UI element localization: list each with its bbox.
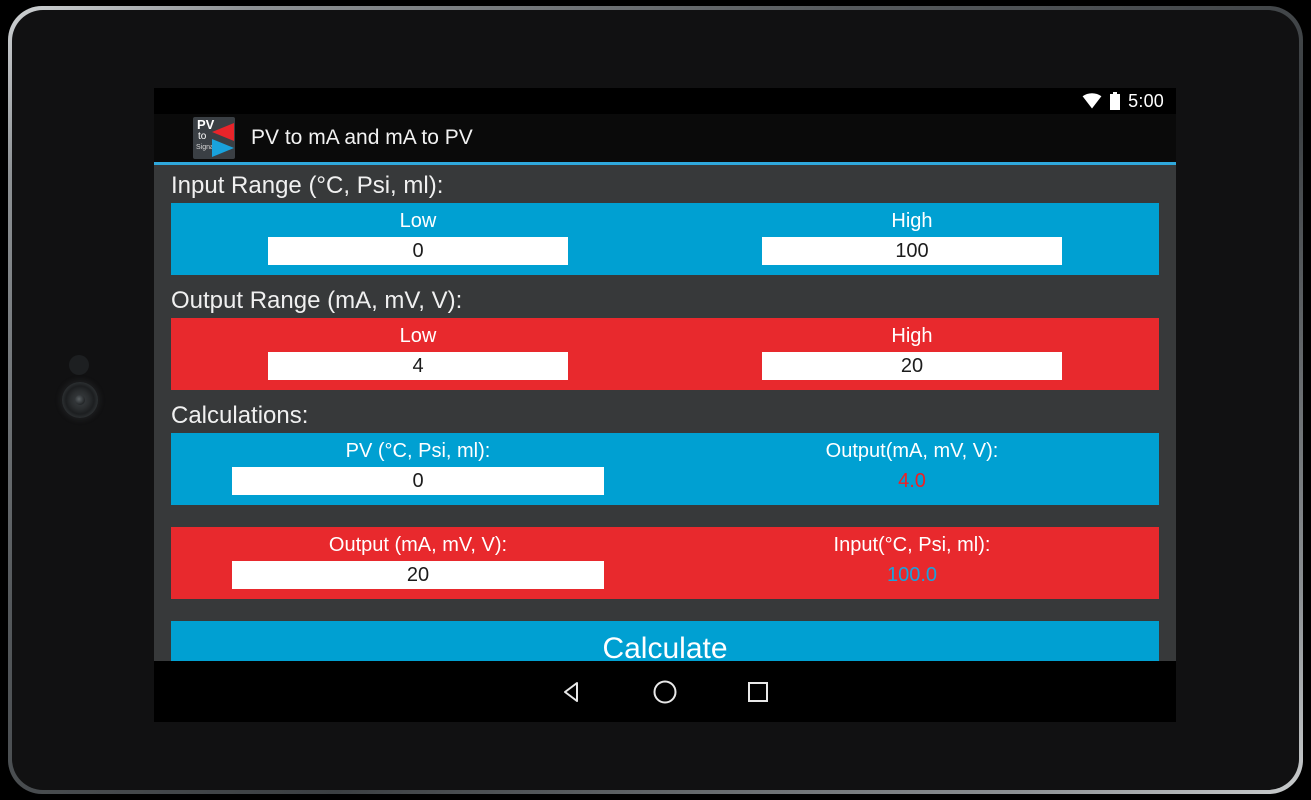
input-range-low-field[interactable] [268, 237, 568, 265]
battery-icon [1110, 92, 1121, 110]
pv-output-result-value: 4.0 [898, 470, 926, 492]
output-range-low-field[interactable] [268, 352, 568, 380]
output-input-result-value: 100.0 [886, 564, 938, 586]
app-icon-text-signal: Signal [196, 144, 216, 151]
wifi-icon [1082, 93, 1102, 109]
recents-square-icon[interactable] [745, 679, 771, 705]
app-title: PV to mA and mA to PV [251, 126, 473, 149]
front-camera-icon [62, 382, 98, 418]
input-range-band: Low High [171, 203, 1159, 275]
output-range-heading: Output Range (mA, mV, V): [171, 287, 463, 314]
output-input-cell: Output (mA, mV, V): [171, 527, 665, 599]
status-bar: 5:00 [154, 88, 1176, 114]
input-range-low-cell: Low [171, 203, 665, 275]
input-range-low-label: Low [399, 210, 437, 232]
spacer [154, 390, 1176, 399]
action-bar: PV to Signal PV to mA and mA to PV [154, 114, 1176, 165]
output-input-result-label: Input(°C, Psi, ml): [833, 534, 991, 556]
arrow-right-blue-icon [212, 139, 234, 157]
front-sensor-icon [69, 355, 89, 375]
output-range-band: Low High [171, 318, 1159, 390]
app-content: Input Range (°C, Psi, ml): Low High Outp… [154, 165, 1176, 677]
home-circle-icon[interactable] [651, 678, 679, 706]
output-range-high-cell: High [665, 318, 1159, 390]
status-time: 5:00 [1128, 90, 1164, 111]
output-input-result-cell: Input(°C, Psi, ml): 100.0 [665, 527, 1159, 599]
pv-output-result-label: Output(mA, mV, V): [825, 440, 999, 462]
app-icon-pv-to-signal: PV to Signal [193, 117, 235, 159]
back-triangle-icon[interactable] [559, 679, 585, 705]
input-range-high-field[interactable] [762, 237, 1062, 265]
pv-input-cell: PV (°C, Psi, ml): [171, 433, 665, 505]
output-to-pv-band: Output (mA, mV, V): Input(°C, Psi, ml): … [171, 527, 1159, 599]
calculations-heading: Calculations: [171, 402, 309, 429]
output-range-low-cell: Low [171, 318, 665, 390]
arrow-left-red-icon [212, 123, 234, 141]
spacer [154, 505, 1176, 527]
pv-to-output-band: PV (°C, Psi, ml): Output(mA, mV, V): 4.0 [171, 433, 1159, 505]
output-range-low-label: Low [399, 325, 437, 347]
pv-input-field[interactable] [232, 467, 604, 495]
input-range-high-cell: High [665, 203, 1159, 275]
output-range-high-label: High [891, 325, 933, 347]
pv-output-result-cell: Output(mA, mV, V): 4.0 [665, 433, 1159, 505]
tablet-device-body: 5:00 PV to Signal PV to mA and mA to PV … [12, 10, 1299, 790]
pv-input-label: PV (°C, Psi, ml): [345, 440, 491, 462]
app-icon-text-pv: PV [197, 117, 215, 132]
output-input-label: Output (mA, mV, V): [328, 534, 508, 556]
app-icon-text-to: to [198, 131, 207, 142]
spacer [154, 275, 1176, 284]
tablet-screen: 5:00 PV to Signal PV to mA and mA to PV … [154, 88, 1176, 722]
output-range-high-field[interactable] [762, 352, 1062, 380]
input-range-heading: Input Range (°C, Psi, ml): [171, 172, 444, 199]
input-range-high-label: High [891, 210, 933, 232]
output-input-field[interactable] [232, 561, 604, 589]
tablet-device-frame: 5:00 PV to Signal PV to mA and mA to PV … [8, 6, 1303, 794]
